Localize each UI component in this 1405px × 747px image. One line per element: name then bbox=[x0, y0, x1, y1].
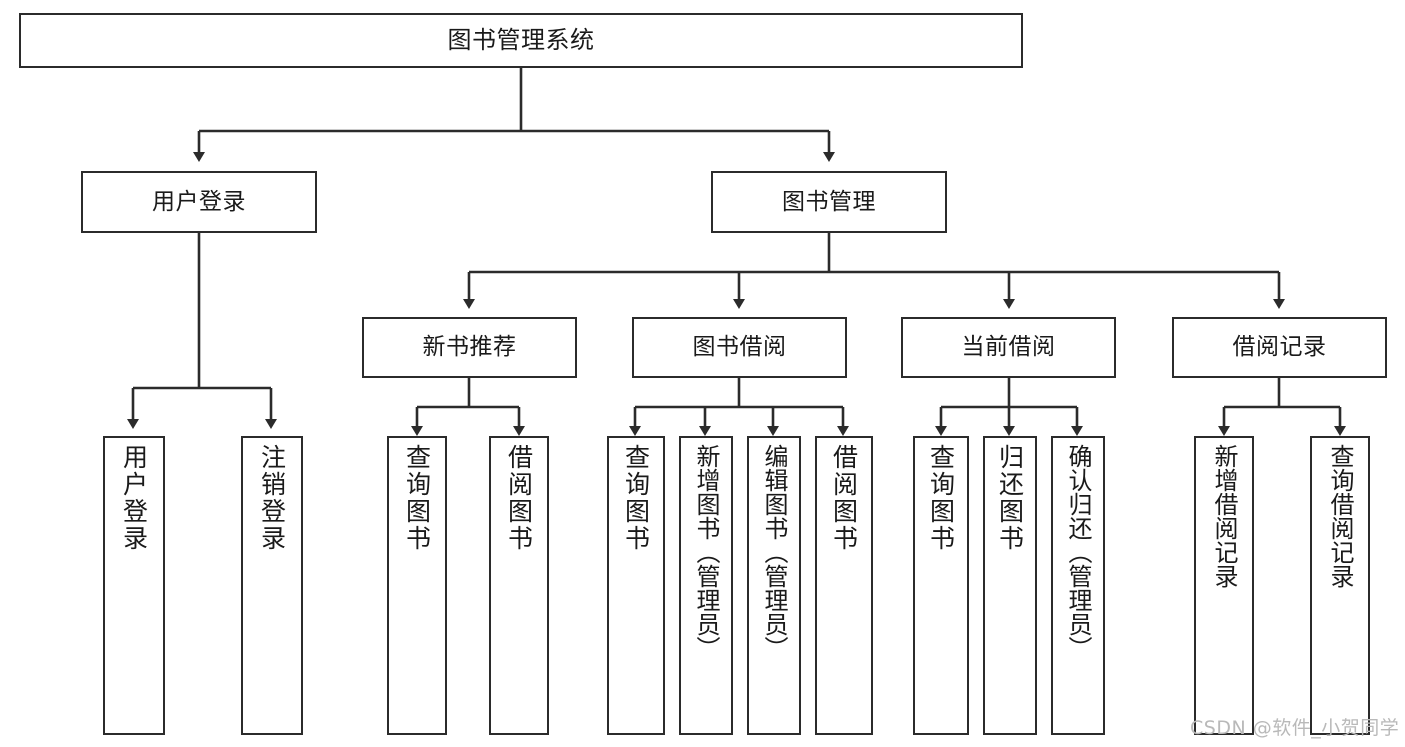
node-leaf-query-book-recommend[interactable]: 查询图书 bbox=[387, 436, 447, 735]
node-label: 当前借阅 bbox=[961, 334, 1056, 361]
node-label: 用户登录 bbox=[152, 188, 246, 215]
node-leaf-query-borrow-record[interactable]: 查询借阅记录 bbox=[1310, 436, 1370, 735]
node-label: 图书管理系统 bbox=[447, 25, 595, 54]
node-leaf-add-borrow-record[interactable]: 新增借阅记录 bbox=[1194, 436, 1254, 735]
node-leaf-confirm-return-admin[interactable]: 确认归还（管理员） bbox=[1051, 436, 1105, 735]
node-leaf-query-book-borrow[interactable]: 查询图书 bbox=[607, 436, 665, 735]
node-borrow-record[interactable]: 借阅记录 bbox=[1172, 317, 1387, 378]
node-book-borrow[interactable]: 图书借阅 bbox=[632, 317, 847, 378]
node-label: 图书借阅 bbox=[692, 334, 787, 361]
node-leaf-borrow-book-recommend[interactable]: 借阅图书 bbox=[489, 436, 549, 735]
node-label: 编辑图书（管理员） bbox=[760, 444, 788, 660]
node-leaf-borrow-book[interactable]: 借阅图书 bbox=[815, 436, 873, 735]
node-leaf-edit-book-admin[interactable]: 编辑图书（管理员） bbox=[747, 436, 801, 735]
node-leaf-user-login[interactable]: 用户登录 bbox=[103, 436, 165, 735]
node-label: 确认归还（管理员） bbox=[1064, 444, 1092, 660]
node-label: 新书推荐 bbox=[422, 334, 517, 361]
node-label: 归还图书 bbox=[995, 444, 1025, 552]
node-label: 用户登录 bbox=[119, 444, 149, 552]
node-label: 借阅记录 bbox=[1232, 334, 1327, 361]
node-label: 新增图书（管理员） bbox=[692, 444, 720, 660]
node-label: 借阅图书 bbox=[504, 444, 534, 552]
node-root-book-management-system[interactable]: 图书管理系统 bbox=[19, 13, 1023, 68]
csdn-watermark: CSDN @软件_小贺同学 bbox=[1190, 717, 1400, 739]
node-label: 借阅图书 bbox=[829, 444, 859, 552]
node-leaf-return-book[interactable]: 归还图书 bbox=[983, 436, 1037, 735]
node-label: 查询图书 bbox=[402, 444, 432, 552]
node-new-book-recommend[interactable]: 新书推荐 bbox=[362, 317, 577, 378]
node-user-login[interactable]: 用户登录 bbox=[81, 171, 317, 233]
node-label: 查询借阅记录 bbox=[1326, 444, 1354, 588]
node-label: 查询图书 bbox=[926, 444, 956, 552]
node-label: 图书管理 bbox=[782, 188, 876, 215]
node-leaf-add-book-admin[interactable]: 新增图书（管理员） bbox=[679, 436, 733, 735]
node-label: 查询图书 bbox=[621, 444, 651, 552]
node-book-management[interactable]: 图书管理 bbox=[711, 171, 947, 233]
node-leaf-logout[interactable]: 注销登录 bbox=[241, 436, 303, 735]
node-current-borrow[interactable]: 当前借阅 bbox=[901, 317, 1116, 378]
node-label: 注销登录 bbox=[257, 444, 287, 552]
node-leaf-query-book-current[interactable]: 查询图书 bbox=[913, 436, 969, 735]
node-label: 新增借阅记录 bbox=[1210, 444, 1238, 588]
